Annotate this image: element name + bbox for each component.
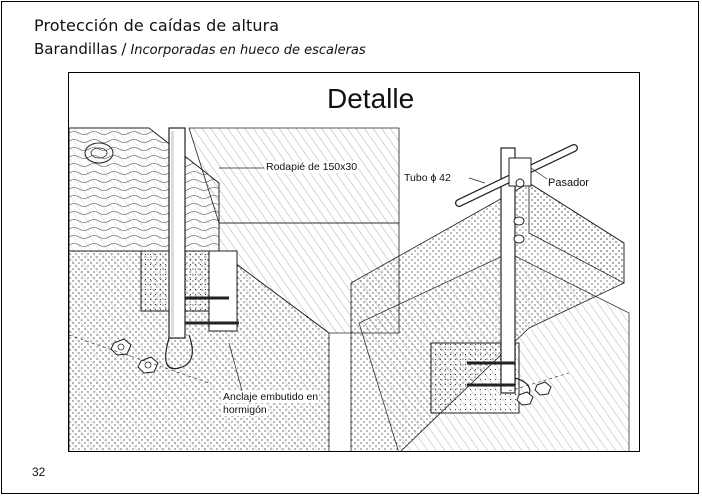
label-anclaje-line1: Anclaje embutido en (222, 391, 320, 403)
label-pasador: Pasador (547, 177, 590, 189)
right-detail-drawing (350, 144, 630, 451)
technical-drawing (69, 127, 630, 451)
page-number: 32 (32, 465, 46, 479)
left-detail-drawing (69, 127, 400, 451)
page-title: Protección de caídas de altura (34, 16, 280, 35)
subtitle-main: Barandillas (34, 40, 118, 58)
label-tubo: Tubo ɸ 42 (403, 172, 452, 184)
page-subtitle: Barandillas/Incorporadas en hueco de esc… (34, 40, 366, 58)
subtitle-detail: Incorporadas en hueco de escaleras (130, 43, 366, 58)
label-tubo-text: Tubo (404, 172, 428, 184)
figure-title: Detalle (327, 83, 415, 114)
diameter-symbol: ɸ (430, 172, 437, 184)
subtitle-separator: / (121, 40, 127, 58)
detail-figure: Detalle Rodapié de 150x30 Tubo ɸ 42 Pasa… (68, 72, 640, 452)
label-tubo-value: 42 (439, 172, 451, 184)
label-anclaje-line2: hormigón (222, 404, 268, 416)
label-rodapie: Rodapié de 150x30 (265, 161, 359, 173)
